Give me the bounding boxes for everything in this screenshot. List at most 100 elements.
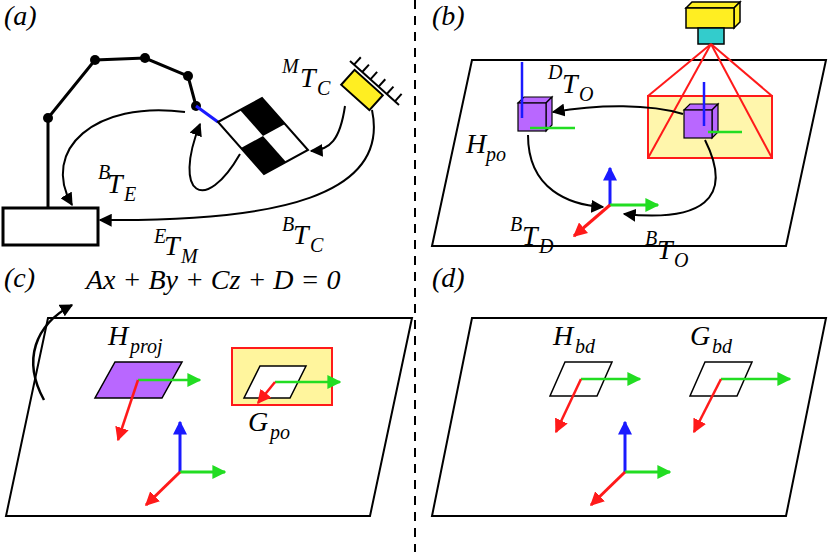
transform-arrow <box>528 135 603 207</box>
frame-superscript: B <box>282 214 294 234</box>
frame-superscript: D <box>548 62 562 82</box>
transform-symbol: T <box>657 236 673 264</box>
overhead-camera <box>686 2 740 44</box>
checkerboard-marker <box>218 98 308 174</box>
goal-symbol: G <box>248 408 268 436</box>
joint <box>140 53 150 63</box>
table-plane <box>6 318 412 516</box>
axis-x <box>258 382 275 403</box>
transform-arrow <box>100 110 374 220</box>
hull-subscript: proj <box>130 336 163 356</box>
base-frame <box>591 422 670 505</box>
goal-subscript: bd <box>712 336 732 356</box>
frame-subscript: E <box>124 184 136 204</box>
axis-y <box>721 378 790 381</box>
hatch-tick <box>370 72 377 79</box>
hull-symbol: H <box>553 322 573 350</box>
transform-symbol: T <box>293 221 309 249</box>
cube-face <box>684 110 712 138</box>
table-plane <box>432 318 826 516</box>
frame-subscript: M <box>181 246 198 266</box>
frustum-edge <box>711 44 772 158</box>
hatch-tick <box>354 57 361 64</box>
goal-subscript: po <box>270 422 290 442</box>
board-outline <box>218 98 308 174</box>
frame-superscript: B <box>510 214 522 234</box>
axis-z <box>703 82 706 126</box>
pose-subscript: po <box>486 144 506 164</box>
axis-y <box>708 131 742 134</box>
transform-symbol: T <box>562 70 578 98</box>
axis-x <box>574 205 610 236</box>
panel-divider <box>414 0 416 552</box>
robot-arm <box>48 58 196 208</box>
transform-symbol: T <box>300 64 316 92</box>
board-cell <box>241 136 286 174</box>
frustum-edge <box>648 44 711 96</box>
axis-y <box>625 471 670 474</box>
transform-symbol: T <box>522 222 538 250</box>
goal-symbol: G <box>690 322 710 350</box>
axis-y <box>581 378 640 381</box>
axis-z <box>179 422 182 472</box>
base-frame <box>146 422 225 505</box>
camera-top <box>686 2 740 8</box>
camera-side <box>734 2 740 28</box>
camera-lens <box>698 28 724 44</box>
axis-y <box>138 379 200 382</box>
robot-base <box>3 208 98 245</box>
board-cell <box>240 98 285 136</box>
frame-superscript: B <box>645 228 657 248</box>
axis-y <box>610 204 658 207</box>
joint <box>183 71 193 81</box>
camera-body <box>686 8 734 28</box>
axis-z <box>521 62 524 118</box>
camera-view <box>232 348 332 405</box>
cube-face <box>546 97 552 131</box>
axis-x <box>694 379 721 432</box>
hatch-tick <box>379 79 386 86</box>
frustum-edge <box>711 44 772 96</box>
view-frustum <box>648 44 772 158</box>
axis-z <box>624 422 627 472</box>
frame-superscript: M <box>282 56 299 76</box>
axis-y <box>275 381 340 384</box>
hatch-tick <box>387 87 394 94</box>
frame-subscript: O <box>674 250 688 270</box>
transform-symbol: T <box>164 232 180 260</box>
panel-letter: (b) <box>432 2 465 30</box>
table-plane <box>432 60 826 246</box>
base-frame <box>574 168 658 236</box>
transform-arrow <box>624 140 716 216</box>
plane-fit-arrow <box>33 305 72 400</box>
robot-joints <box>43 53 201 123</box>
end-effector <box>196 106 218 122</box>
panel-letter: (c) <box>4 264 35 292</box>
frame-subscript: O <box>579 84 593 104</box>
joint <box>43 113 53 123</box>
axis-x <box>118 380 138 440</box>
transform-symbol: T <box>107 170 123 198</box>
hull-subscript: bd <box>575 336 595 356</box>
frame-subscript: D <box>539 236 553 256</box>
hatch-tick <box>395 94 402 101</box>
axis-y <box>530 127 575 130</box>
hatch-tick <box>362 65 369 72</box>
camera <box>341 70 383 110</box>
hull-symbol: H <box>108 322 128 350</box>
frame-subscript: C <box>310 235 323 255</box>
transform-arrow <box>189 124 240 190</box>
frame-subscript: C <box>317 78 330 98</box>
axis-y <box>180 471 225 474</box>
joint <box>90 55 100 65</box>
axis-x <box>556 379 581 432</box>
axis-z <box>609 168 612 205</box>
axis-x <box>591 472 625 505</box>
transform-arrow <box>553 106 683 114</box>
transform-arrow <box>63 110 185 205</box>
pose-symbol: H <box>466 130 486 158</box>
panel-letter: (d) <box>432 264 465 292</box>
frustum-edge <box>648 44 711 158</box>
